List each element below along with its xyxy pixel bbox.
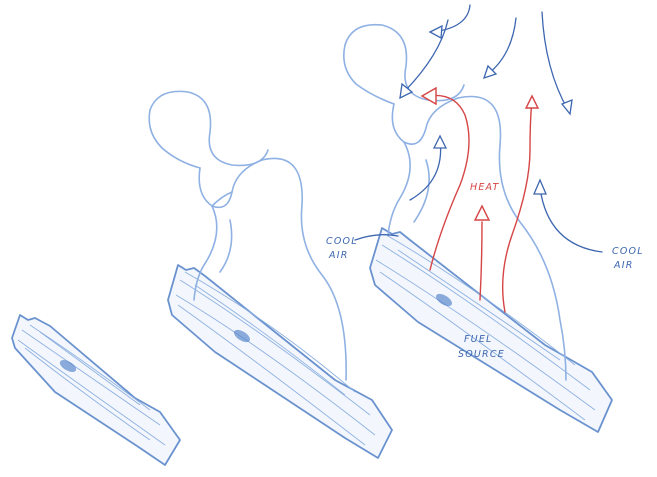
airflow-top-right [542, 12, 568, 110]
stage-1-log [12, 315, 180, 465]
heat-label: HEAT [470, 182, 500, 193]
heat-flow-right-arrowhead [526, 96, 538, 108]
airflow-left-up [410, 140, 441, 200]
heat-flow-left-arrowhead [422, 88, 436, 104]
airflow-left-up-arrowhead [434, 136, 446, 148]
heat-flow-center-arrowhead [475, 206, 489, 220]
heat-flow-right [503, 100, 532, 312]
airflow-right-up [540, 188, 602, 252]
heat-flow-center [480, 222, 482, 300]
log-1-outline [12, 315, 180, 465]
fuel-source-label-line1: FUEL [464, 334, 493, 345]
cool-air-left-label-line2: AIR [328, 250, 349, 261]
heat-flow-left [428, 95, 469, 270]
airflow-top-left-arrowhead [430, 26, 442, 38]
stage-3-log [370, 228, 612, 432]
cool-air-right-label-line1: COOL [612, 246, 644, 257]
stage-2-log [168, 265, 392, 458]
fuel-source-label-line2: SOURCE [458, 349, 505, 360]
cool-air-left-label-line1: COOL [326, 236, 358, 247]
airflow-top-center [488, 18, 516, 74]
log-3-outline [370, 228, 612, 432]
airflow-right-up-arrowhead [534, 180, 546, 194]
cool-air-right-label-line2: AIR [613, 260, 634, 271]
